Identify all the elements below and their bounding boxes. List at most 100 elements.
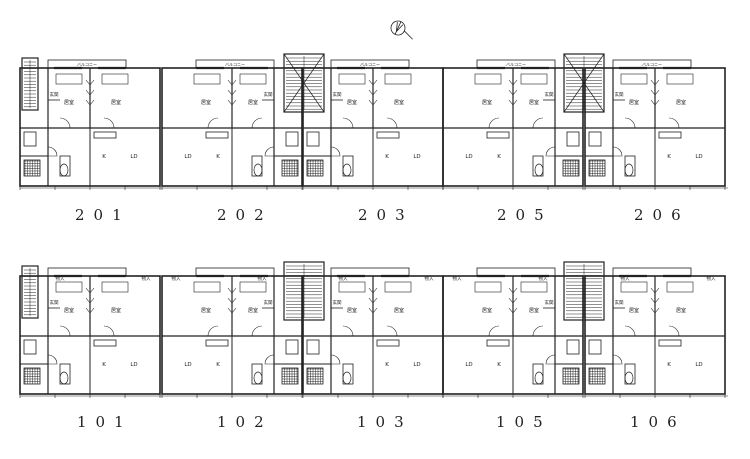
unit-label-206: 206 — [634, 206, 690, 224]
washbasin — [566, 131, 580, 147]
door-swing — [612, 354, 623, 365]
door-swing — [386, 325, 398, 337]
kitchen-counter — [205, 131, 229, 139]
door-swing — [532, 325, 544, 337]
room-label-western: 居室 — [201, 307, 211, 314]
door-swing — [264, 146, 275, 157]
toilet — [253, 371, 263, 385]
staircase — [21, 57, 39, 111]
room-label-western: 居室 — [394, 99, 404, 106]
door-swing — [47, 146, 58, 157]
door-swing — [330, 146, 341, 157]
door-swing — [207, 117, 219, 129]
balcony — [476, 59, 556, 69]
room-label-western: 居室 — [394, 307, 404, 314]
room-label-storage: 物入 — [142, 275, 151, 282]
room-label-kitchen: K — [216, 154, 220, 160]
balcony-label: バルコニー — [506, 62, 526, 67]
staircase — [563, 261, 605, 321]
unit-label-203: 203 — [358, 206, 414, 224]
room-label-ld: LD — [413, 154, 420, 160]
kitchen-counter — [376, 131, 400, 139]
door-swing — [624, 325, 636, 337]
door-swing — [545, 146, 556, 157]
door-swing — [668, 117, 680, 129]
balcony — [330, 267, 410, 277]
door-swing — [207, 325, 219, 337]
door-swing — [251, 117, 263, 129]
toilet — [534, 163, 544, 177]
tile-pattern — [562, 367, 580, 385]
room-label-storage: 物入 — [258, 275, 267, 282]
room-label-western: 居室 — [482, 307, 492, 314]
unit-label-201: 201 — [75, 206, 131, 224]
room-label-kitchen: K — [497, 362, 501, 368]
toilet — [59, 371, 69, 385]
kitchen-counter — [658, 131, 682, 139]
room-label-western: 居室 — [64, 307, 74, 314]
tile-pattern — [281, 367, 299, 385]
toilet — [59, 163, 69, 177]
room-label-western: 居室 — [248, 307, 258, 314]
tile-pattern — [23, 159, 41, 177]
room-label-western: 居室 — [64, 99, 74, 106]
staircase — [21, 265, 39, 319]
door-swing — [342, 325, 354, 337]
door-swing — [103, 325, 115, 337]
toilet — [534, 371, 544, 385]
door-swing — [532, 117, 544, 129]
room-label-storage: 物入 — [172, 275, 181, 282]
kitchen-counter — [205, 339, 229, 347]
tile-pattern — [23, 367, 41, 385]
balcony — [195, 59, 275, 69]
door-swing — [488, 117, 500, 129]
room-label-ld: LD — [695, 154, 702, 160]
room-label-entrance: 玄関 — [615, 91, 624, 98]
room-label-western: 居室 — [629, 99, 639, 106]
washbasin — [23, 339, 37, 355]
balcony-label: バルコニー — [360, 62, 380, 67]
staircase — [283, 261, 325, 321]
room-label-ld: LD — [413, 362, 420, 368]
room-label-entrance: 玄関 — [333, 299, 342, 306]
balcony — [47, 59, 127, 69]
door-swing — [545, 354, 556, 365]
toilet — [624, 371, 634, 385]
door-swing — [47, 354, 58, 365]
tile-pattern — [588, 367, 606, 385]
balcony — [47, 267, 127, 277]
door-swing — [330, 354, 341, 365]
room-label-western: 居室 — [482, 99, 492, 106]
room-label-western: 居室 — [676, 99, 686, 106]
door-swing — [59, 325, 71, 337]
room-label-storage: 物入 — [453, 275, 462, 282]
room-label-western: 居室 — [629, 307, 639, 314]
toilet — [253, 163, 263, 177]
unit-label-101: 101 — [77, 413, 133, 431]
tile-pattern — [306, 367, 324, 385]
kitchen-counter — [93, 339, 117, 347]
kitchen-counter — [93, 131, 117, 139]
balcony — [612, 267, 692, 277]
room-label-kitchen: K — [102, 362, 106, 368]
door-swing — [386, 117, 398, 129]
room-label-storage: 物入 — [425, 275, 434, 282]
north-arrow-icon — [390, 20, 413, 40]
room-label-entrance: 玄関 — [264, 91, 273, 98]
room-label-entrance: 玄関 — [545, 91, 554, 98]
room-label-storage: 物入 — [56, 275, 65, 282]
room-label-storage: 物入 — [539, 275, 548, 282]
room-label-western: 居室 — [529, 307, 539, 314]
